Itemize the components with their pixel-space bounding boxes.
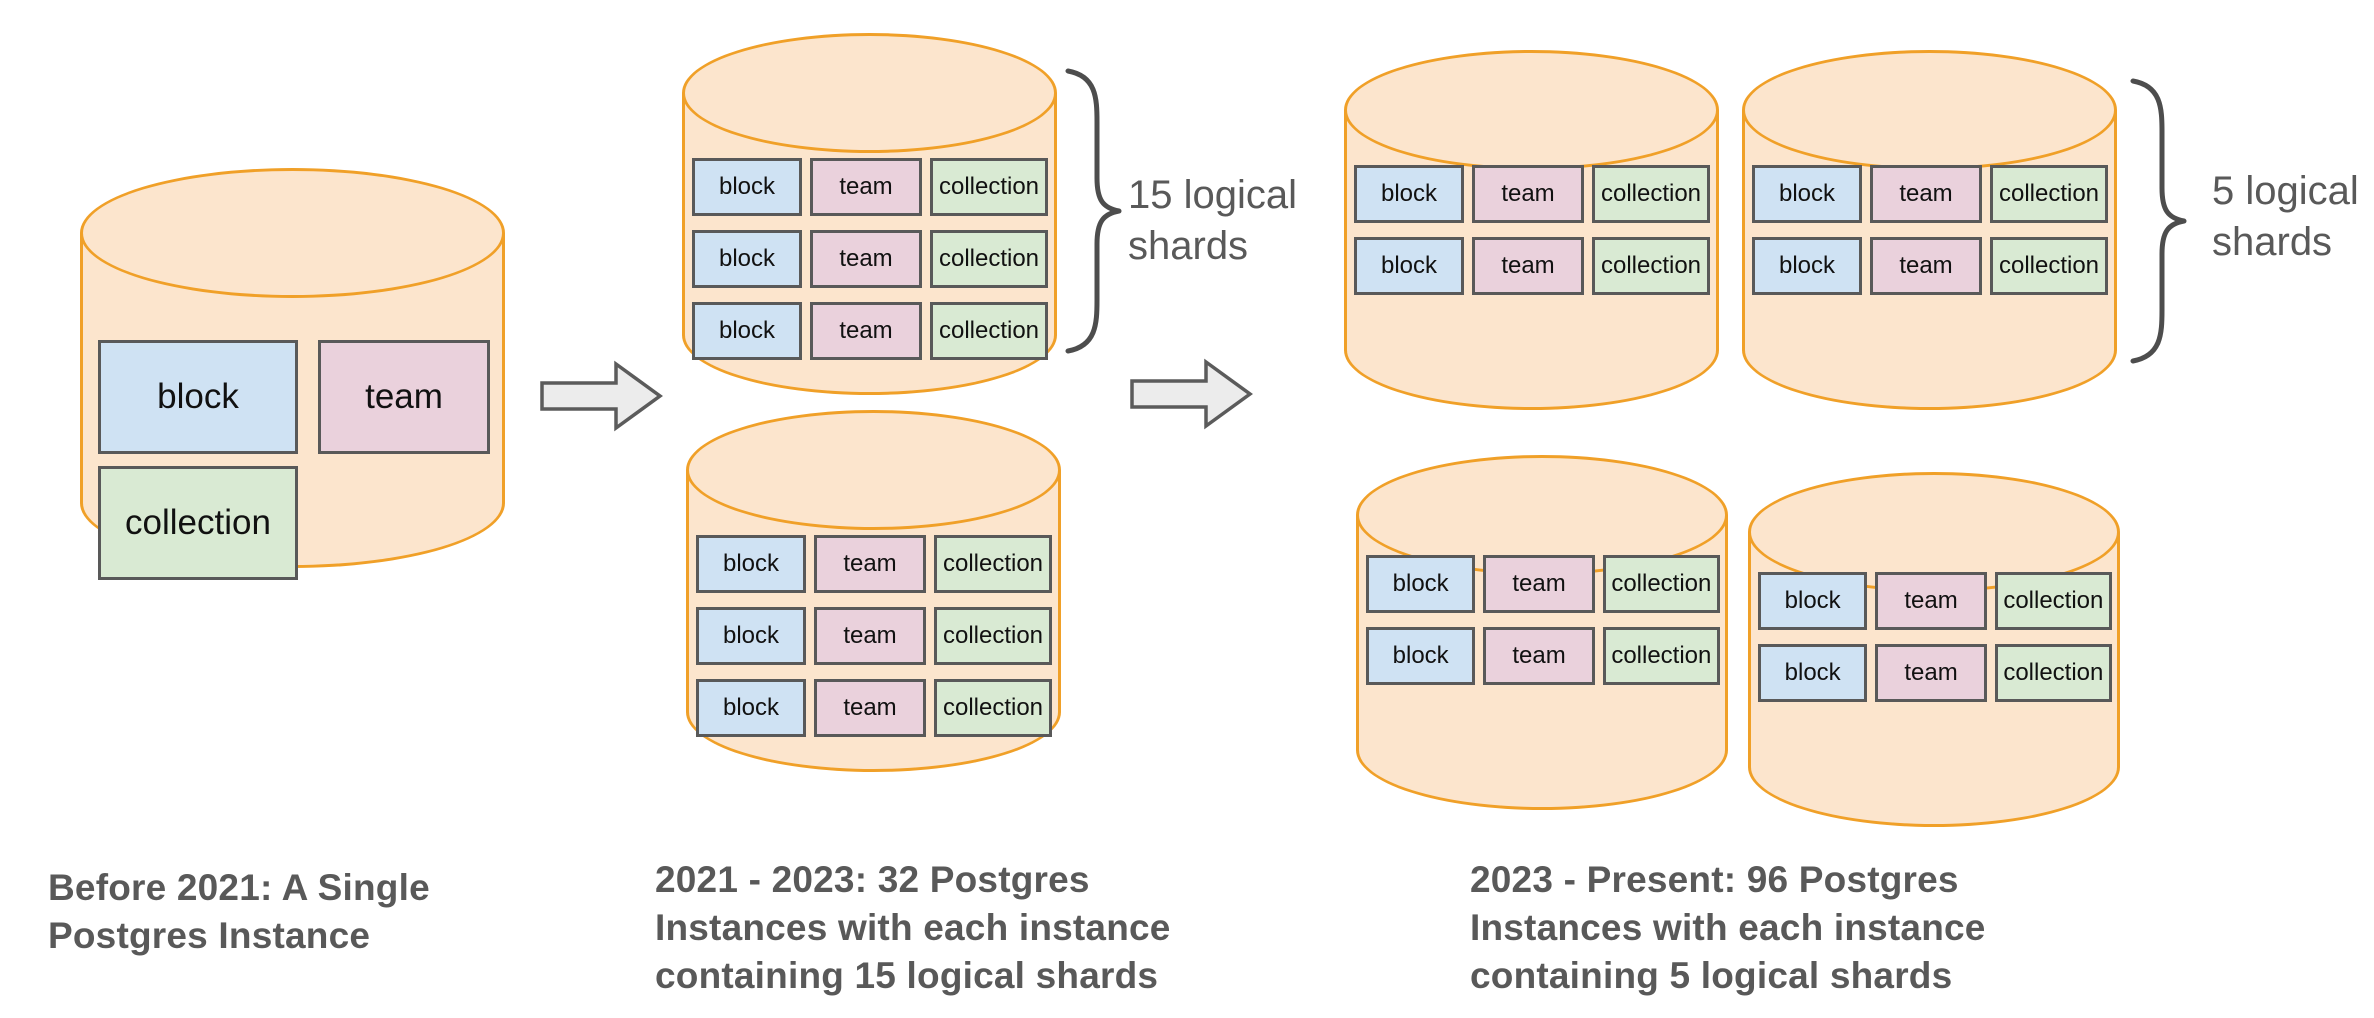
shard-count-label-15: 15 logical shards <box>1128 173 1298 268</box>
block-table-box: block <box>692 302 802 360</box>
block-table-box: block <box>696 607 806 665</box>
single-postgres-cylinder: block team collection <box>80 168 505 580</box>
shard-row: block team collection <box>696 535 1053 593</box>
team-table-box: team <box>810 230 922 288</box>
shard-cylinder-top-right: block team collection block team collect… <box>1742 50 2117 410</box>
right-arrow-icon <box>540 360 663 432</box>
collection-table-box: collection <box>1994 572 2112 630</box>
team-table-box: team <box>1875 644 1987 702</box>
collection-table-box: collection <box>934 607 1052 665</box>
block-table-box: block <box>692 158 802 216</box>
block-table-box: block <box>696 535 806 593</box>
block-table-box: block <box>98 340 298 454</box>
curly-brace-icon <box>1065 68 1122 354</box>
collection-table-box: collection <box>930 302 1048 360</box>
shard-row: block team collection <box>1752 165 2109 223</box>
team-table-box: team <box>1870 165 1982 223</box>
shard-row: block team collection <box>692 230 1049 288</box>
shard-row: block team collection <box>1758 644 2112 702</box>
collection-table-box: collection <box>1602 627 1720 685</box>
block-table-box: block <box>1366 627 1476 685</box>
shard-row: block team collection <box>1752 237 2109 295</box>
team-table-box: team <box>814 607 926 665</box>
team-table-box: team <box>1875 572 1987 630</box>
shard-row: block team collection <box>692 302 1049 360</box>
block-table-box: block <box>1366 555 1476 613</box>
shard-row: block team collection <box>1366 555 1720 613</box>
block-table-box: block <box>1758 572 1868 630</box>
block-table-box: block <box>696 679 806 737</box>
collection-table-box: collection <box>98 466 298 580</box>
block-table-box: block <box>1752 165 1862 223</box>
cylinder-top-ellipse <box>686 410 1061 530</box>
collection-table-box: collection <box>934 535 1052 593</box>
collection-table-box: collection <box>1592 165 1710 223</box>
cylinder-top-ellipse <box>1742 50 2117 170</box>
shard-cylinder-bottom-right: block team collection block team collect… <box>1748 472 2120 827</box>
team-table-box: team <box>1472 165 1584 223</box>
block-table-box: block <box>1354 165 1464 223</box>
stage-caption-2023-present: 2023 - Present: 96 Postgres Instances wi… <box>1470 859 1986 996</box>
cylinder-top-ellipse <box>1344 50 1719 170</box>
team-table-box: team <box>814 535 926 593</box>
shard-cylinder-top-left: block team collection block team collect… <box>1344 50 1719 410</box>
stage-caption-2021-2023: 2021 - 2023: 32 Postgres Instances with … <box>655 859 1171 996</box>
shard-row: block team collection <box>1354 237 1711 295</box>
stage-caption-before-2021: Before 2021: A Single Postgres Instance <box>48 867 430 956</box>
collection-table-box: collection <box>1602 555 1720 613</box>
block-table-box: block <box>692 230 802 288</box>
shard-row: block team collection <box>696 679 1053 737</box>
collection-table-box: collection <box>934 679 1052 737</box>
collection-table-box: collection <box>930 158 1048 216</box>
shard-row: block team collection <box>692 158 1049 216</box>
collection-table-box: collection <box>1990 237 2108 295</box>
right-arrow-icon <box>1130 358 1253 430</box>
shard-row: block team collection <box>1366 627 1720 685</box>
collection-table-box: collection <box>1990 165 2108 223</box>
curly-brace-icon <box>2130 78 2187 364</box>
shard-row: block team collection <box>1354 165 1711 223</box>
team-table-box: team <box>1483 627 1595 685</box>
collection-table-box: collection <box>1994 644 2112 702</box>
shard-cylinder-bottom-left: block team collection block team collect… <box>1356 455 1728 810</box>
block-table-box: block <box>1758 644 1868 702</box>
shard-cylinder-top: block team collection block team collect… <box>682 33 1057 395</box>
block-table-box: block <box>1354 237 1464 295</box>
shard-row: block team collection <box>1758 572 2112 630</box>
team-table-box: team <box>1483 555 1595 613</box>
team-table-box: team <box>814 679 926 737</box>
team-table-box: team <box>810 302 922 360</box>
block-table-box: block <box>1752 237 1862 295</box>
cylinder-top-ellipse <box>682 33 1057 153</box>
shard-row: block team collection <box>696 607 1053 665</box>
team-table-box: team <box>318 340 490 454</box>
team-table-box: team <box>1870 237 1982 295</box>
collection-table-box: collection <box>930 230 1048 288</box>
team-table-box: team <box>1472 237 1584 295</box>
collection-table-box: collection <box>1592 237 1710 295</box>
team-table-box: team <box>810 158 922 216</box>
shard-count-label-5: 5 logical shards <box>2212 169 2359 264</box>
cylinder-top-ellipse <box>80 168 505 298</box>
shard-cylinder-bottom: block team collection block team collect… <box>686 410 1061 772</box>
